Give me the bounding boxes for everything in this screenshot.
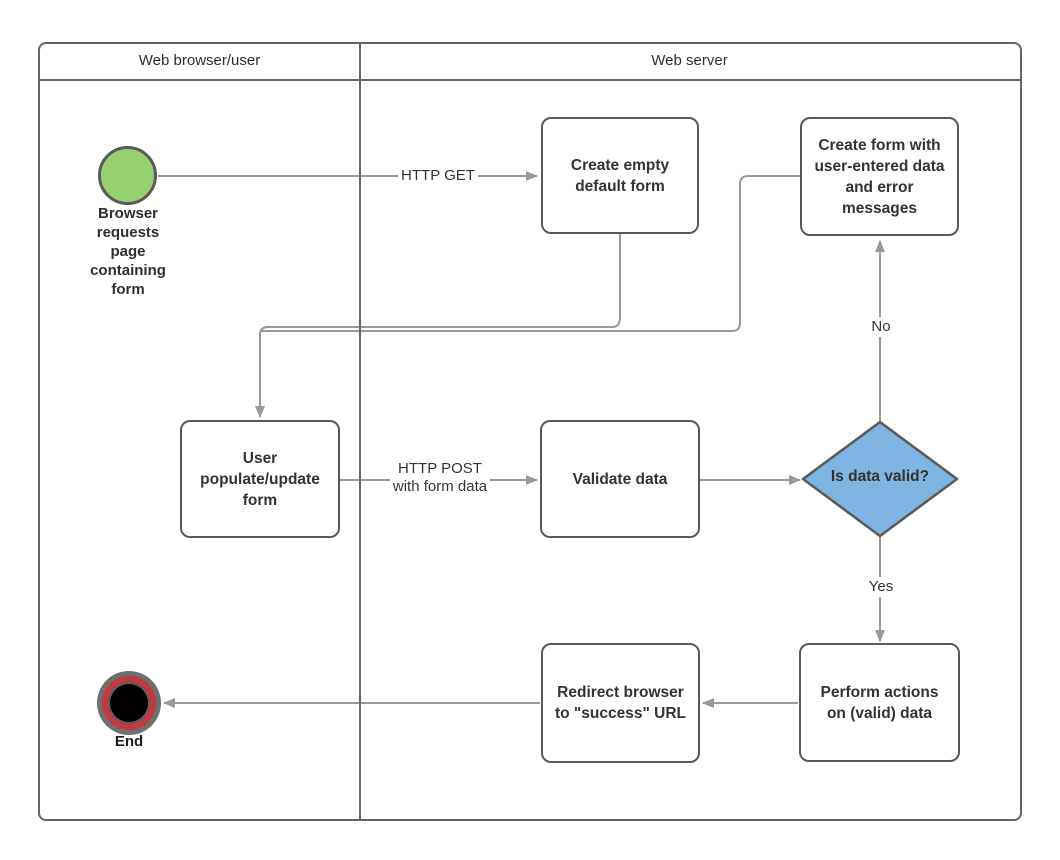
edge-create-empty-to-user-populate [255, 234, 621, 418]
lane-header-web-server: Web server [651, 52, 728, 69]
activity-create-form-with-errors: Create form with user-entered data and e… [800, 117, 959, 236]
start-node-circle [98, 146, 157, 205]
decision-diamond-shape [801, 420, 959, 538]
activity-user-populate-update-form: User populate/update form [180, 420, 340, 538]
activity-create-empty-default-form: Create empty default form [541, 117, 699, 234]
decision-is-data-valid-label: Is data valid? [830, 468, 930, 485]
edge-label-http-get: HTTP GET [398, 166, 478, 186]
swimlane-divider [359, 42, 361, 819]
activity-redirect-browser-to-success-url: Redirect browser to "success" URL [541, 643, 700, 763]
activity-perform-actions-on-valid-data: Perform actions on (valid) data [799, 643, 960, 762]
edge-label-yes: Yes [865, 577, 897, 597]
swimlane-header-rule [38, 79, 1020, 81]
edge-label-no: No [868, 317, 894, 337]
edge-create-errors-to-user-populate [261, 175, 800, 332]
end-node-label: End [114, 733, 144, 750]
edge-label-http-post-with-form-data: HTTP POST with form data [389, 459, 491, 497]
swimlane-frame [38, 42, 1022, 821]
start-node-label: Browser requests page containing form [90, 205, 166, 298]
end-node-circle [110, 684, 148, 722]
lane-header-web-browser-user: Web browser/user [138, 52, 261, 69]
activity-validate-data: Validate data [540, 420, 700, 538]
